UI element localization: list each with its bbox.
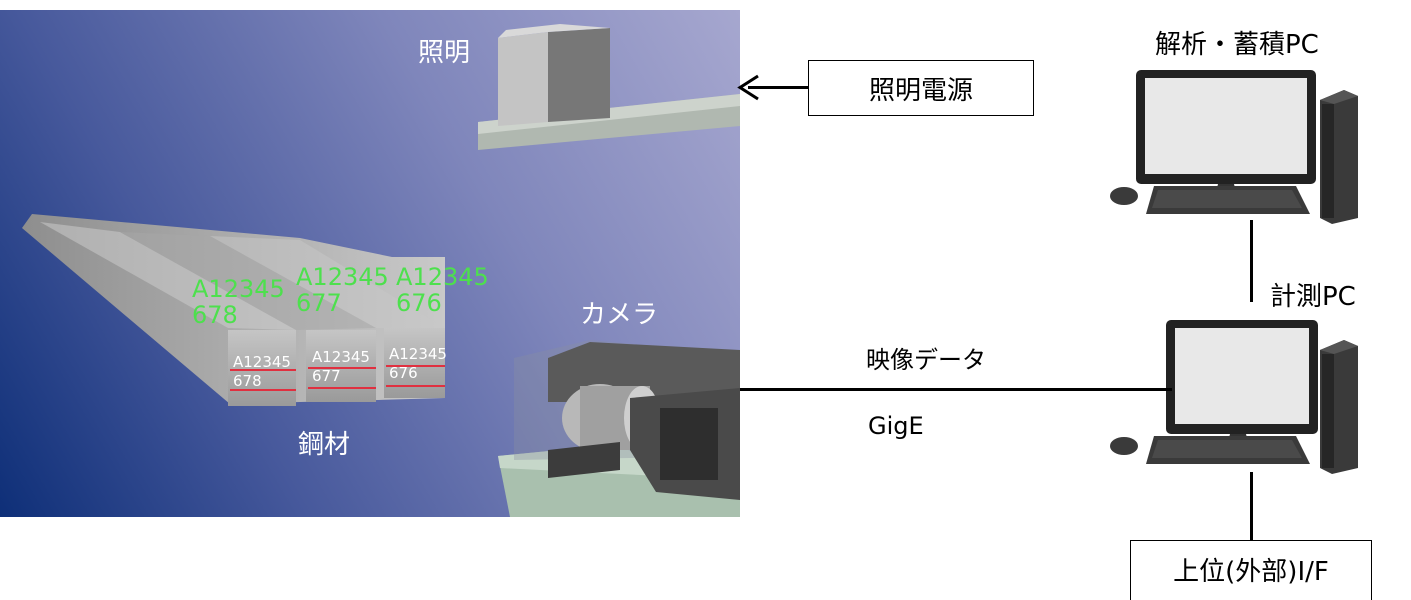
scene-panel: 照明 カメラ 鋼材 A12345 678 A12345 677 A12345 6…: [0, 10, 740, 517]
gige-link-line: [740, 388, 1172, 391]
steel-plate-1: A12345 678: [233, 353, 291, 390]
steel-bars: [22, 214, 445, 406]
measurement-pc-icon: [1110, 320, 1358, 474]
video-data-label: 映像データ: [866, 346, 986, 374]
analysis-pc-label: 解析・蓄積PC: [1155, 30, 1319, 60]
steel-plate-2: A12345 677: [312, 348, 370, 385]
lighting-unit: [498, 24, 610, 126]
ocr-result-1: A12345 678: [192, 275, 285, 329]
camera-unit: [514, 340, 740, 500]
steel-end-face-1: [228, 330, 296, 406]
power-arrowhead: [737, 74, 759, 101]
ocr-result-3: A12345 676: [396, 263, 489, 317]
measurement-pc-label: 計測PC: [1270, 282, 1356, 312]
lighting-label: 照明: [418, 38, 471, 68]
analysis-pc-icon: [1110, 70, 1358, 224]
pc-link-line: [1250, 220, 1253, 302]
steel-label: 鋼材: [298, 430, 351, 460]
upper-if-box: 上位(外部)I/F: [1130, 540, 1372, 600]
steel-end-face-2: [306, 330, 376, 402]
scene-art: [22, 24, 740, 517]
gige-label: GigE: [868, 412, 924, 440]
steel-plate-3: A12345 676: [389, 345, 447, 382]
power-arrow-line: [748, 86, 808, 89]
ocr-result-2: A12345 677: [296, 263, 389, 317]
lighting-power-box: 照明電源: [808, 60, 1034, 116]
camera-label: カメラ: [580, 300, 659, 330]
upper-if-line: [1250, 472, 1253, 540]
